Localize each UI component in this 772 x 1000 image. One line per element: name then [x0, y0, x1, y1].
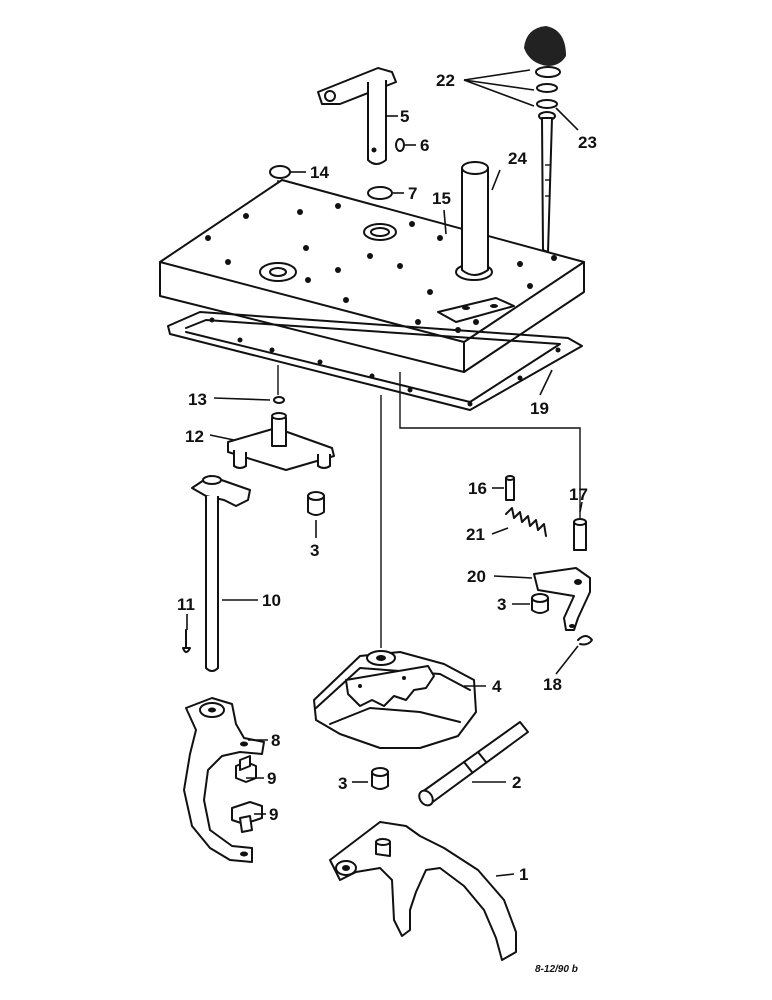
callout-9-lower: 9 [269, 805, 278, 824]
callout-17: 17 [569, 485, 588, 504]
part-4-selector-housing [313, 650, 477, 749]
part-16-pin [505, 475, 515, 501]
callout-24: 24 [508, 149, 527, 168]
callout-19: 19 [530, 399, 549, 418]
part-10-shift-rod [191, 475, 251, 672]
part-12-bracket [227, 412, 335, 471]
assembly-line-right [399, 372, 581, 520]
callout-21: 21 [466, 525, 485, 544]
callout-16: 16 [468, 479, 487, 498]
part-15-cover-housing [159, 179, 585, 373]
part-22-23-knob-assembly [524, 26, 566, 253]
part-18-clip [577, 635, 593, 646]
part-7-ring [367, 186, 393, 200]
callout-5: 5 [400, 107, 409, 126]
part-5-shift-lever [317, 67, 397, 165]
callout-18: 18 [543, 675, 562, 694]
part-2-shaft [418, 721, 529, 807]
callout-labels: 1 2 3 3 3 4 5 6 7 8 9 9 10 11 12 13 14 1… [177, 71, 597, 975]
part-14-washer [269, 165, 291, 179]
part-11-pin [182, 629, 191, 653]
callout-4: 4 [492, 677, 502, 696]
part-19-gasket [167, 311, 583, 411]
part-1-large-fork [329, 821, 517, 961]
callout-20: 20 [467, 567, 486, 586]
callout-9-upper: 9 [267, 769, 276, 788]
part-20-interlock [533, 567, 591, 631]
callout-23: 23 [578, 133, 597, 152]
callout-8: 8 [271, 731, 280, 750]
callout-15: 15 [432, 189, 451, 208]
callout-22: 22 [436, 71, 455, 90]
part-3-bushing-right [531, 593, 549, 614]
part-9-pin-lower [231, 801, 263, 833]
callout-12: 12 [185, 427, 204, 446]
callout-3-upper: 3 [310, 541, 319, 560]
callout-10: 10 [262, 591, 281, 610]
callout-2: 2 [512, 773, 521, 792]
leader-lines [186, 69, 583, 877]
callout-1: 1 [519, 865, 528, 884]
callout-6: 6 [420, 136, 429, 155]
part-21-spring [505, 507, 547, 537]
callout-3-lower: 3 [338, 774, 347, 793]
callout-14: 14 [310, 163, 329, 182]
part-3-bushing-upper [307, 491, 325, 516]
drawing-code: 8-12/90 b [535, 964, 578, 975]
callout-3-right: 3 [497, 595, 506, 614]
part-24-tube [455, 161, 493, 281]
callout-7: 7 [408, 184, 417, 203]
part-8-fork [183, 697, 265, 863]
part-13-ring [273, 396, 285, 404]
part-6-pin [395, 138, 405, 152]
callout-13: 13 [188, 390, 207, 409]
part-3-bushing-lower [371, 767, 389, 790]
callout-11: 11 [177, 595, 195, 614]
part-17-pin [573, 518, 587, 551]
